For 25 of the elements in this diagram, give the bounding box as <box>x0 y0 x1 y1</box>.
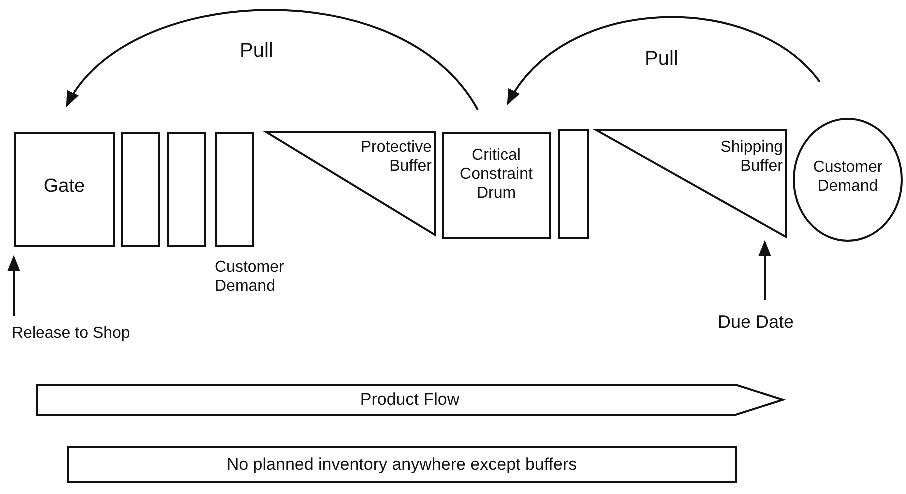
process-box <box>167 132 206 247</box>
gate-box <box>14 132 115 247</box>
node-label: Customer Demand <box>812 158 884 196</box>
annotation-text: Release to Shop <box>12 324 132 344</box>
node-label: Protective Buffer <box>360 138 432 176</box>
arrow <box>66 9 479 111</box>
buffer-triangle <box>265 131 436 236</box>
annotation-text: Customer Demand <box>215 258 286 296</box>
annotation-text: Due Date <box>718 312 796 334</box>
arrow <box>507 16 821 106</box>
arrow <box>8 255 20 316</box>
buffer-triangle <box>595 129 787 238</box>
customer-ellipse <box>793 118 903 242</box>
flow-arrow <box>36 384 784 416</box>
node-label: Product Flow <box>359 390 461 410</box>
process-box <box>215 132 254 247</box>
process-box <box>121 132 160 247</box>
node-label: Critical Constraint Drum <box>459 146 534 204</box>
node-label: Shipping Buffer <box>720 138 783 176</box>
drum-box <box>442 132 551 239</box>
arrow <box>758 240 772 300</box>
process-box <box>558 129 589 239</box>
node-label: No planned inventory anywhere except buffers <box>226 455 578 476</box>
note-box <box>67 446 737 483</box>
node-label: Gate <box>42 176 86 199</box>
